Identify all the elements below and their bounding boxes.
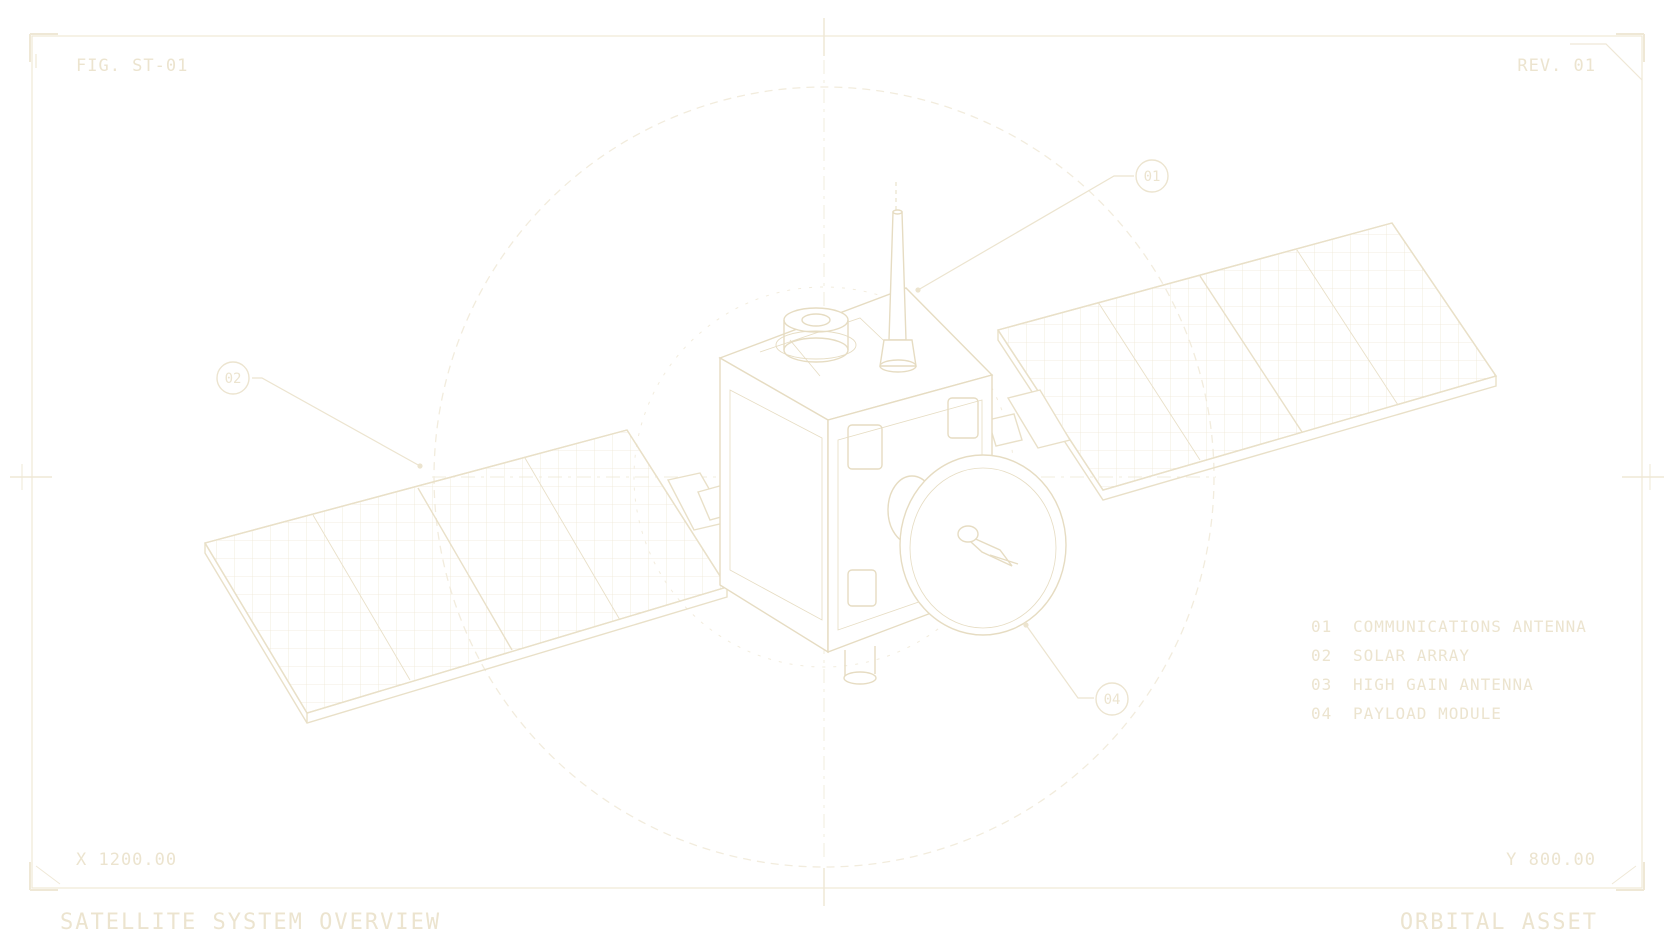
callout-01: 01 (1135, 159, 1169, 193)
right-solar-array (987, 222, 1498, 501)
communications-antenna-mast (879, 182, 917, 373)
y-coordinate-readout: Y 800.00 (1506, 850, 1596, 870)
callout-01-label: 01 (1144, 169, 1161, 185)
legend-text: COMMUNICATIONS ANTENNA (1353, 617, 1587, 636)
figure-id: FIG. ST-01 (76, 56, 189, 76)
figure-subtitle: ORBITAL ASSET (1399, 910, 1598, 935)
legend-number: 04 (1311, 704, 1333, 723)
left-solar-array (203, 429, 801, 724)
callout-04-label: 04 (1104, 692, 1121, 708)
callout-04: 04 (1095, 682, 1129, 716)
legend-text: SOLAR ARRAY (1353, 646, 1470, 665)
legend-number: 01 (1311, 617, 1333, 636)
legend-number: 02 (1311, 646, 1333, 665)
legend-text: PAYLOAD MODULE (1353, 704, 1502, 723)
x-coordinate-readout: X 1200.00 (76, 850, 178, 870)
callout-02-label: 02 (225, 371, 242, 387)
legend-text: HIGH GAIN ANTENNA (1353, 675, 1534, 694)
drawing-frame (10, 18, 1664, 906)
revision-label: REV. 01 (1517, 56, 1596, 76)
callout-02: 02 (216, 361, 250, 395)
legend-number: 03 (1311, 675, 1333, 694)
high-gain-dish (887, 454, 1067, 636)
figure-title: SATELLITE SYSTEM OVERVIEW (60, 910, 442, 935)
leader-lines (252, 175, 1134, 699)
